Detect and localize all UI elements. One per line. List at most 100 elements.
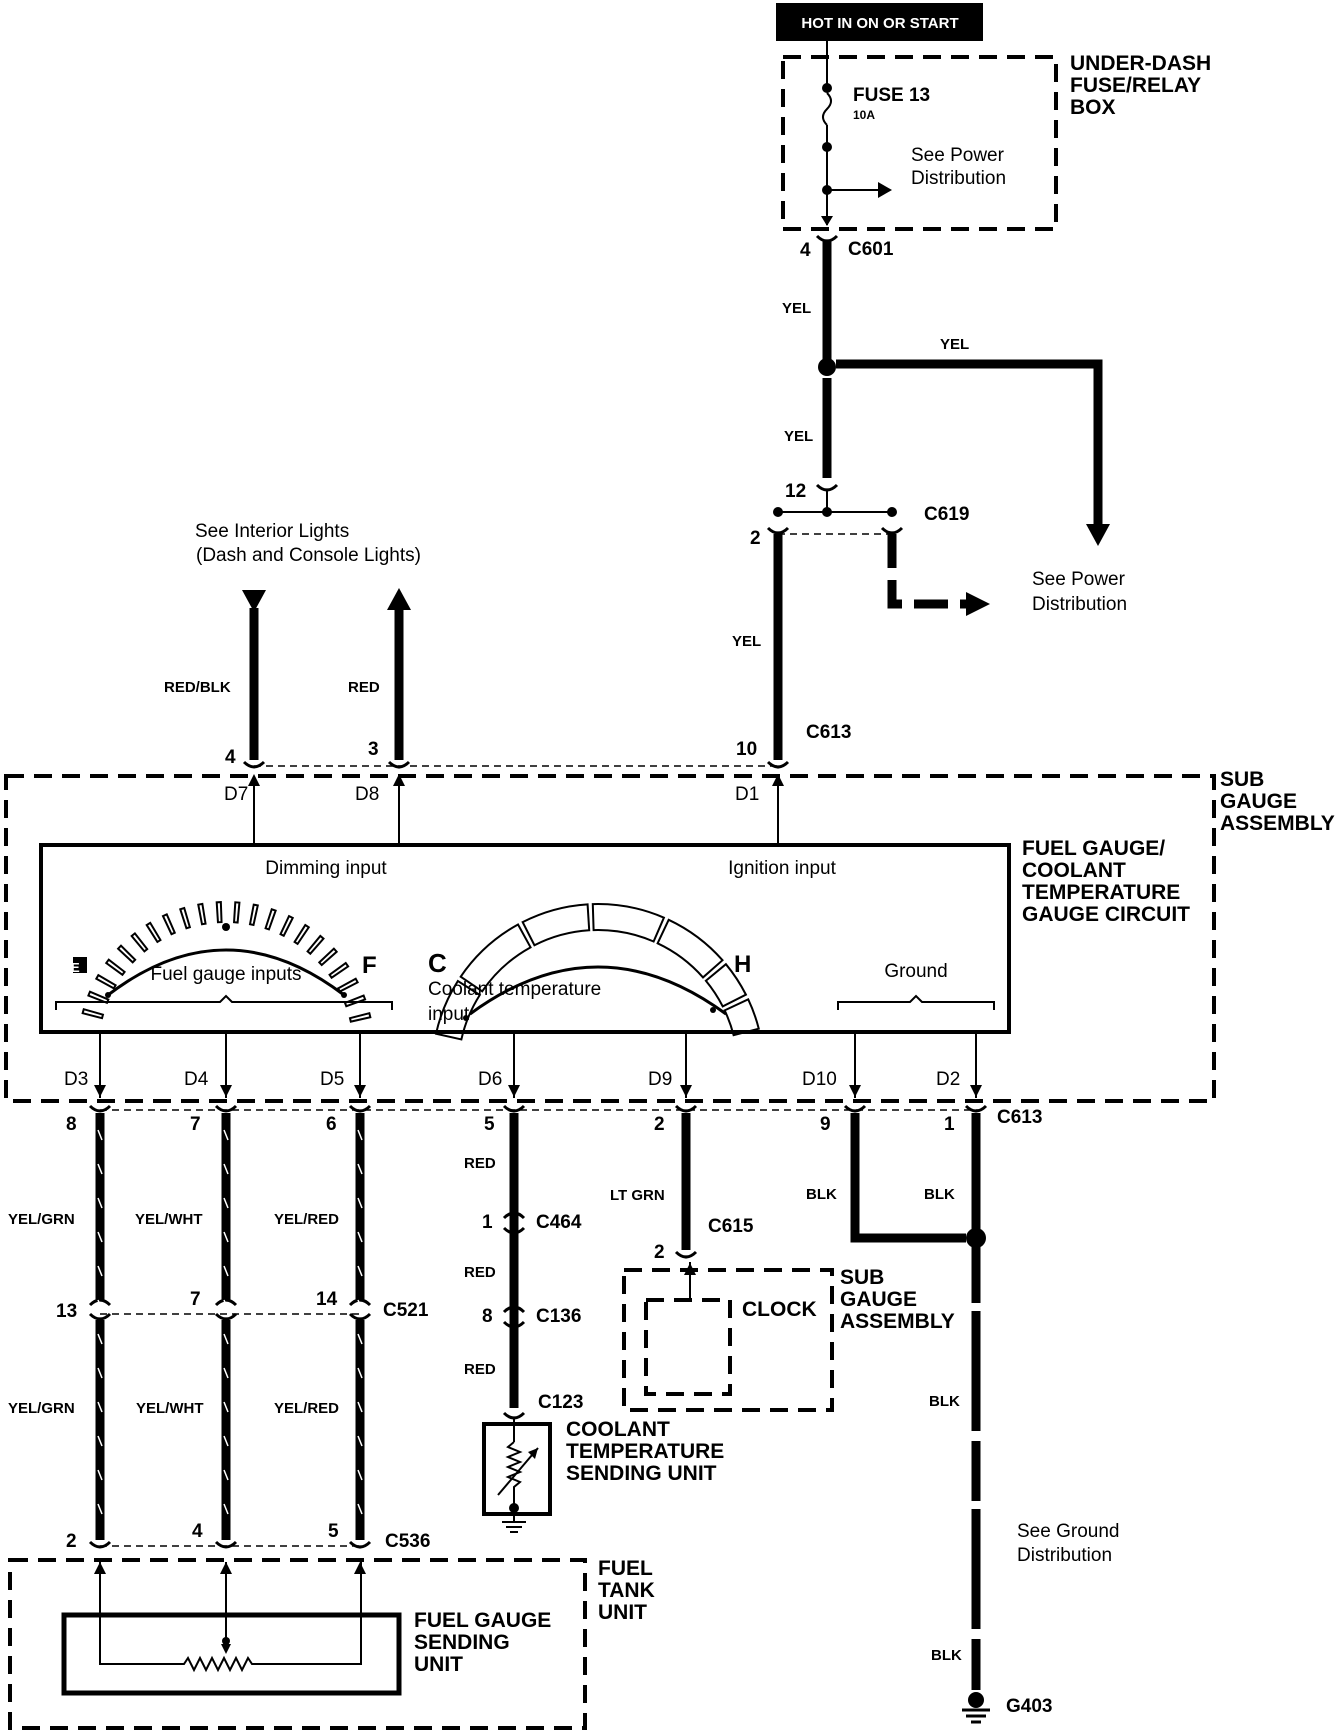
fuel-wire-stripe (97, 1503, 103, 1515)
wire-red-label: RED (348, 679, 380, 696)
fuel-gauge-segment (264, 907, 277, 931)
clock-subgauge-outline (622, 1268, 834, 1412)
fuel-wire-stripe (97, 1299, 103, 1311)
fuel-gauge-segment (293, 923, 311, 946)
bottom-pin-label: D5 (320, 1069, 344, 1090)
c521-connector-b-icon (88, 1312, 112, 1321)
fuel-wire-stripe (97, 1435, 103, 1447)
bottom-pin-connector-icon (502, 1104, 526, 1113)
d1-arrow-icon (772, 774, 784, 786)
coolant-gauge-segment (434, 979, 482, 1041)
fuel-gauge-segment (232, 901, 241, 924)
coolant-gauge-segment (704, 962, 748, 1008)
d7-connector-icon (242, 760, 266, 769)
fuel-e-glyph (73, 957, 87, 973)
fuse-see-power-l1: See Power (911, 145, 1005, 166)
fuel-wire-stripe (97, 1333, 103, 1345)
c521-connector-a-icon (214, 1298, 238, 1307)
bottom-pin-number: 2 (654, 1114, 665, 1135)
fuse-see-power-l2: Distribution (911, 168, 1006, 189)
bottom-pin-number: 8 (66, 1114, 77, 1135)
fuel-gauge-segment (343, 994, 367, 1008)
fuel-inputs-bracket (55, 994, 393, 1010)
bottom-pin-connector-icon (88, 1104, 112, 1113)
c536-pin-2: 4 (192, 1521, 203, 1542)
coolant-thermistor-arrowhead-icon (528, 1448, 538, 1459)
coolant-gauge-icon (434, 903, 761, 1041)
coolant-gauge-segment (459, 923, 532, 993)
wire-yel-3-label: YEL (732, 633, 761, 650)
gauge-circuit-title-l2: COOLANT (1022, 859, 1126, 882)
c613-top-connector-icon (766, 760, 790, 769)
fuel-gauge-segment (215, 901, 223, 924)
fuel-gauge-segment (81, 1007, 105, 1020)
fuel-gauge-right-dot (341, 992, 347, 998)
bottom-pin-connector-icon (214, 1104, 238, 1113)
fuel-wire-stripe (223, 1265, 229, 1277)
wire-yel-red-label-1: YEL/RED (274, 1211, 339, 1228)
bottom-pin-arrow-icon (970, 1085, 982, 1097)
c464-connector-a-icon (502, 1211, 526, 1220)
fuse-box-title-l1: UNDER-DASH (1070, 52, 1211, 75)
coolant-thermistor-arrow (497, 1447, 539, 1496)
wire-red-coolant-label-1: RED (464, 1155, 496, 1172)
fuel-gauge-icon (81, 901, 372, 1023)
c619-pin-in: 12 (785, 481, 806, 502)
bottom-pin-connector-icon (843, 1104, 867, 1113)
pin-d1: D1 (735, 784, 759, 805)
fuel-wire-stripe (97, 1367, 103, 1379)
fuel-gauge-segment (279, 914, 295, 938)
fuel-gauge-segment (145, 921, 162, 944)
fuel-gauge-segment (328, 961, 350, 980)
blk-splice (966, 1228, 986, 1248)
hot-label-box (776, 3, 983, 41)
clock-subgauge-title: SUB GAUGE ASSEMBLY (840, 1266, 955, 1333)
fuse-rating: 10A (853, 108, 875, 122)
fuel-gauge-arc (107, 948, 345, 997)
c136-connector-a-icon (502, 1305, 526, 1314)
fuel-wire-stripe (97, 1231, 103, 1243)
c536-connector-icon (214, 1540, 238, 1549)
gauge-circuit-title-l4: GAUGE CIRCUIT (1022, 903, 1190, 926)
c464-connector-b-icon (502, 1226, 526, 1235)
coolant-gauge-segment (723, 997, 761, 1037)
wire-yel-branch-label: YEL (940, 336, 969, 353)
fuel-wire-stripe (223, 1503, 229, 1515)
bottom-pin-label: D6 (478, 1069, 502, 1090)
fuse-box-title-l3: BOX (1070, 96, 1116, 119)
fuel-sender-box (61, 1612, 402, 1696)
fuel-wire-stripe (97, 1401, 103, 1413)
c521-connector-b-icon (348, 1312, 372, 1321)
wire-yel-grn-label-1: YEL/GRN (8, 1211, 75, 1228)
bottom-pin-arrow-icon (508, 1085, 520, 1097)
bottom-pin-label: D9 (648, 1069, 672, 1090)
sub-gauge-title: SUB GAUGE ASSEMBLY (1220, 768, 1335, 835)
fuel-gauge-segment (130, 931, 149, 953)
fuel-wire-stripe (223, 1299, 229, 1311)
clock-subgauge-l2: GAUGE (840, 1288, 917, 1311)
c521-connector-a-icon (88, 1298, 112, 1307)
wire-yel-1-label: YEL (782, 300, 811, 317)
fuel-gauge-segment (87, 990, 110, 1005)
fuel-wires (88, 1113, 372, 1574)
fuse-name: FUSE 13 (853, 85, 930, 106)
pin-d7-num: 4 (225, 747, 236, 768)
c615-label: C615 (708, 1216, 754, 1237)
clock-subgauge-l1: SUB (840, 1266, 884, 1289)
note-ground-l2: Distribution (1017, 1545, 1112, 1566)
coolant-unit-l3: SENDING UNIT (566, 1462, 717, 1485)
coolant-sender-box (482, 1422, 552, 1516)
fuel-sender-l3: UNIT (414, 1653, 463, 1676)
fuel-wire-stripe (97, 1469, 103, 1481)
ground-bracket (837, 994, 995, 1010)
coolant-h-letter: H (734, 951, 751, 978)
yel-splice (818, 358, 836, 376)
fuel-wire-stripe (357, 1129, 363, 1141)
bottom-pin-arrow-icon (680, 1085, 692, 1097)
clock-arrow-icon (684, 1263, 696, 1275)
coolant-gauge-right-dot (710, 1007, 716, 1013)
power-distribution-arrow-icon (878, 182, 892, 198)
fuel-wire-stripe (223, 1163, 229, 1175)
sub-gauge-title-l2: GAUGE (1220, 790, 1297, 813)
wire-yel-branch (836, 359, 1103, 526)
